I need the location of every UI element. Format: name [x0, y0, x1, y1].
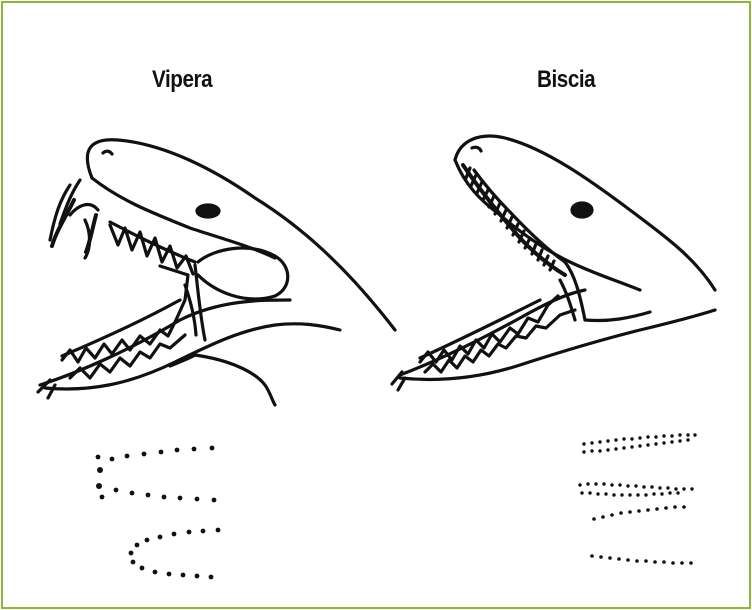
- biscia-head-drawing: [392, 136, 715, 390]
- viper-head-drawing: [38, 140, 395, 405]
- viper-bite-pattern: [96, 446, 221, 580]
- biscia-bite-pattern: [578, 433, 696, 565]
